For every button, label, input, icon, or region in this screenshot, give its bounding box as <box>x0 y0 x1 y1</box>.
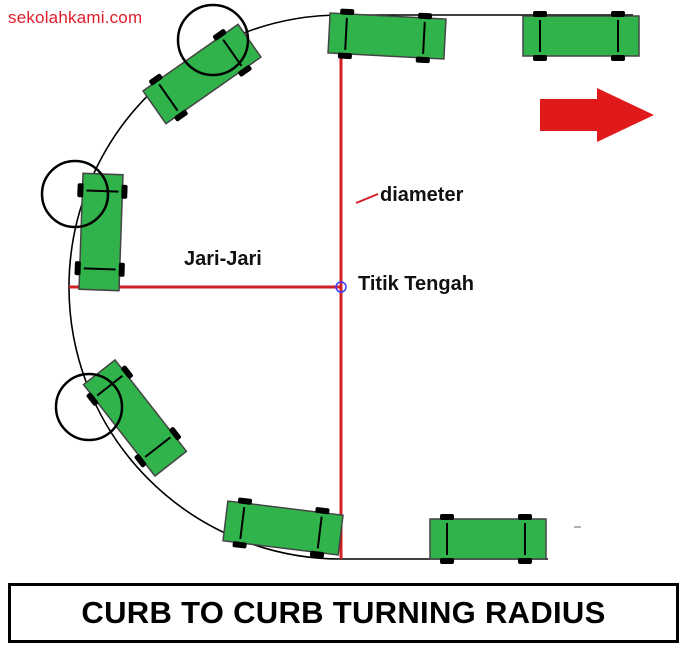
diagram-svg <box>40 3 654 565</box>
car-top-right <box>522 10 640 62</box>
car-left <box>72 172 130 292</box>
diameter-pointer <box>355 193 379 204</box>
wheel-highlight-circle-3 <box>54 372 124 442</box>
diameter-label: diameter <box>380 184 464 206</box>
car-bottom-center <box>221 495 345 561</box>
title-banner: CURB TO CURB TURNING RADIUS <box>8 583 679 643</box>
right-arrow-icon <box>540 88 654 142</box>
wheel-highlight-circle-1 <box>176 3 250 77</box>
watermark-text: sekolahkami.com <box>8 8 143 27</box>
radius-label: Jari-Jari <box>184 248 262 270</box>
center-point-marker <box>335 281 347 293</box>
diagram-title: CURB TO CURB TURNING RADIUS <box>81 595 606 630</box>
wheel-highlight-circle-2 <box>40 159 110 229</box>
center-point-label: Titik Tengah <box>358 273 474 295</box>
car-bottom-right <box>429 513 547 565</box>
car-top-center <box>326 6 448 66</box>
